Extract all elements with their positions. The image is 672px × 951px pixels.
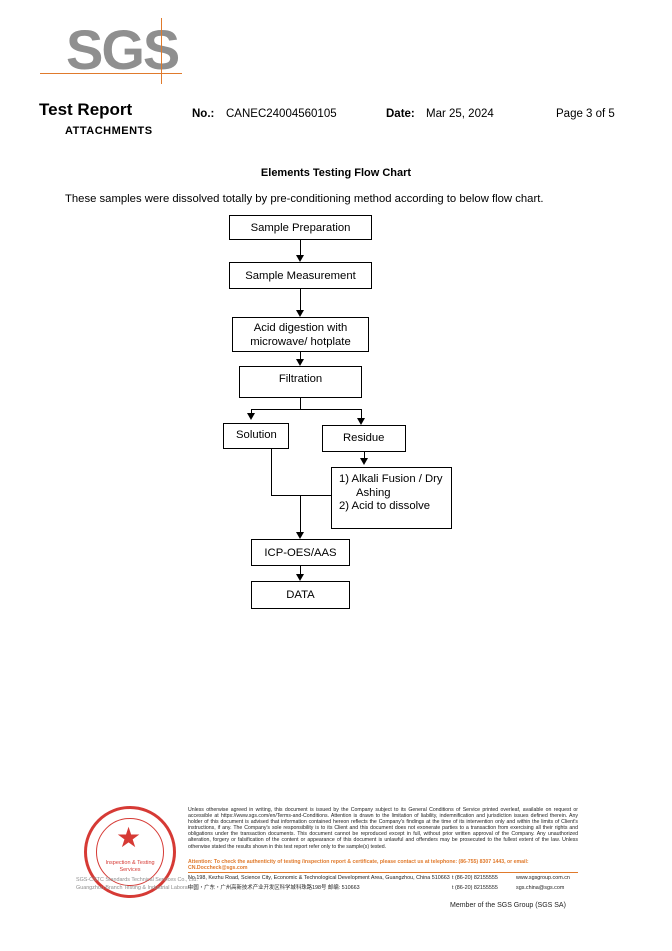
connector [251, 409, 252, 414]
arrow-down [296, 532, 304, 539]
box-label: Solution [236, 429, 277, 441]
address-english: No.198, Kezhu Road, Science City, Econom… [188, 875, 450, 881]
connector [361, 409, 362, 419]
flow-intro-text: These samples were dissolved totally by … [65, 193, 544, 205]
report-title: Test Report [39, 100, 133, 119]
step-1-line-1: 1) Alkali Fusion / Dry [339, 473, 443, 485]
box-label: DATA [286, 589, 315, 601]
box-acid-digestion: Acid digestion with microwave/ hotplate [232, 317, 369, 352]
step-2: 2) Acid to dissolve [339, 500, 431, 512]
company-seal [84, 806, 176, 898]
box-sample-measurement: Sample Measurement [229, 262, 372, 289]
email-address: sgs.china@sgs.com [516, 885, 565, 891]
report-no-label: No.: [192, 108, 215, 120]
telephone-1: t (86-20) 82155555 [452, 875, 498, 881]
logo-rule-horizontal [40, 73, 182, 74]
connector [300, 240, 301, 256]
website: www.sgsgroup.com.cn [516, 875, 570, 881]
box-label: Sample Preparation [250, 221, 351, 234]
box-filtration: Filtration [239, 366, 362, 398]
address-chinese: 中国・广东・广州高新技术产业开发区科学城科珠路198号 邮编: 510663 [188, 885, 360, 891]
logo-rule-vertical [161, 18, 162, 84]
section-label: ATTACHMENTS [65, 125, 153, 137]
arrow-down [360, 458, 368, 465]
arrow-down [247, 413, 255, 420]
connector [300, 398, 301, 409]
connector [300, 289, 301, 311]
company-name-line-1: SGS-CSTC Standards Technical Services Co… [76, 877, 198, 883]
box-label: Sample Measurement [245, 269, 356, 282]
arrow-down [357, 418, 365, 425]
connector [300, 566, 301, 575]
box-label: microwave/ hotplate [250, 335, 351, 348]
telephone-2: t (86-20) 82155555 [452, 885, 498, 891]
sgs-member-note: Member of the SGS Group (SGS SA) [450, 902, 566, 909]
connector-merge [271, 495, 331, 496]
date-label: Date: [386, 108, 415, 120]
box-residue: Residue [322, 425, 406, 452]
box-solution: Solution [223, 423, 289, 449]
legal-disclaimer: Unless otherwise agreed in writing, this… [188, 807, 578, 850]
company-seal-inner-ring [96, 818, 164, 886]
box-label: ICP-OES/AAS [264, 546, 337, 559]
flow-chart-title: Elements Testing Flow Chart [260, 167, 412, 179]
box-sample-preparation: Sample Preparation [229, 215, 372, 240]
arrow-down [296, 255, 304, 262]
page-number: Page 3 of 5 [556, 108, 615, 120]
step-1-line-2: Ashing [356, 486, 391, 499]
connector [300, 495, 301, 533]
connector [271, 449, 272, 495]
connector [300, 352, 301, 360]
box-label: Filtration [278, 373, 323, 385]
connector-split [251, 409, 362, 410]
company-name-line-2: Guangzhou Branch Testing & Industrial La… [76, 885, 197, 891]
connector [364, 452, 365, 459]
report-no-value: CANEC24004560105 [226, 108, 337, 120]
authenticity-notice: Attention: To check the authenticity of … [188, 859, 529, 872]
box-icp-oes-aas: ICP-OES/AAS [251, 539, 350, 566]
box-label: Acid digestion with [253, 321, 348, 334]
arrow-down [296, 310, 304, 317]
box-label: Residue [343, 432, 385, 444]
date-value: Mar 25, 2024 [426, 108, 494, 120]
box-data: DATA [251, 581, 350, 609]
arrow-down [296, 574, 304, 581]
seal-star-icon: ★ [116, 822, 142, 853]
arrow-down [296, 359, 304, 366]
box-alkali-fusion: 1) Alkali Fusion / Dry Ashing 2) Acid to… [331, 467, 452, 529]
company-name: SGS-CSTC Standards Technical Services Co… [76, 876, 198, 892]
footer-rule [188, 872, 578, 873]
seal-text: Inspection & Testing Services [105, 860, 155, 873]
